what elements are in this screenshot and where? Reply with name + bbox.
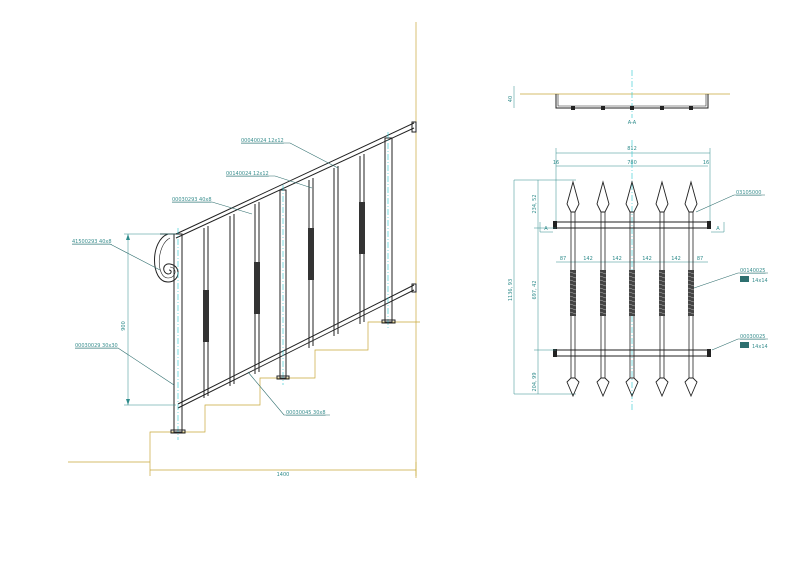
section-marker-left: A	[544, 226, 548, 232]
vertical-bar	[655, 180, 669, 398]
spear-finial-bottom	[684, 377, 698, 398]
front-labels: 03105000 00140025 14x14 00030025 14x14	[693, 190, 768, 351]
label-rail-size: 14x14	[752, 344, 768, 350]
spear-finial-bottom	[596, 377, 610, 398]
rail-swatch	[740, 342, 749, 348]
dim-bottom-section: 204, 99	[532, 372, 538, 391]
stair-profile	[149, 321, 420, 462]
label-rail-code: 00030025	[740, 334, 765, 340]
balusters	[203, 154, 365, 398]
label-handrail: 00030293 40x8	[172, 197, 212, 203]
post-base-right	[381, 319, 396, 324]
dim-total-height: 1136, 93	[508, 279, 514, 301]
dim-spacing-1: 142	[583, 256, 593, 262]
spear-finial-bottom	[655, 377, 669, 398]
handrail-top	[175, 122, 415, 235]
volute-scroll-inner	[158, 237, 176, 279]
label-top-rail-bar: 00040024 12x12	[241, 138, 284, 144]
vertical-bar	[684, 180, 698, 398]
side-elevation: 900 1400 00040024 12x12 00140024 12x12 0…	[68, 22, 420, 478]
bar-swatch	[740, 276, 749, 282]
twisted-sections	[203, 202, 365, 342]
height-dim-text: 900	[121, 321, 127, 331]
spear-finial-top	[625, 180, 639, 213]
vertical-bar	[566, 180, 580, 398]
bottom-rail-bottom	[177, 289, 415, 409]
dim-spacing-0: 87	[560, 256, 566, 262]
section-bar-markers	[571, 106, 693, 110]
dim-spacing-3: 142	[642, 256, 652, 262]
vertical-bar	[625, 180, 639, 398]
newel-post-right	[384, 137, 393, 323]
handrail-bottom	[175, 127, 415, 239]
label-bottom-rail: 00030045 30x8	[286, 410, 326, 416]
label-finial-code: 03105000	[736, 190, 761, 196]
label-bar-code: 00140025	[740, 268, 765, 274]
spear-finial-top	[655, 180, 669, 213]
label-newel-post: 00030029 30x30	[75, 343, 118, 349]
label-volute: 41500293 40x8	[72, 239, 112, 245]
section-plan: 40 A-A	[508, 70, 730, 126]
bottom-rail-top	[177, 284, 415, 405]
dim-top-section: 234, 52	[532, 194, 538, 213]
dim-edge-right: 16	[703, 160, 709, 166]
dim-spacing-4: 142	[671, 256, 681, 262]
post-base-left	[170, 429, 186, 434]
vertical-bars	[566, 180, 698, 398]
wall-bracket-low	[411, 283, 417, 293]
dim-middle-section: 697, 42	[532, 280, 538, 299]
spear-finial-top	[566, 180, 580, 213]
label-bar-size: 14x14	[752, 278, 768, 284]
spear-finial-top	[684, 180, 698, 213]
dim-spacing-2: 142	[612, 256, 622, 262]
label-sub-rail-bar: 00140024 12x12	[226, 171, 269, 177]
section-top-offset: 40	[508, 96, 514, 102]
post-base-mid	[276, 375, 290, 380]
spear-finial-bottom	[566, 377, 580, 398]
vertical-bar	[596, 180, 610, 398]
spear-finial-top	[596, 180, 610, 213]
spear-finial-bottom	[625, 377, 639, 398]
volute-scroll	[154, 233, 179, 283]
section-marker-right: A	[716, 226, 720, 232]
dim-spacing-5: 87	[697, 256, 703, 262]
wall-bracket	[411, 121, 417, 133]
front-elevation: 812 780 16 16 A A 87 142 142 142 142 87 …	[508, 140, 725, 412]
section-label: A-A	[628, 120, 637, 126]
length-dim-text: 1400	[277, 472, 290, 478]
